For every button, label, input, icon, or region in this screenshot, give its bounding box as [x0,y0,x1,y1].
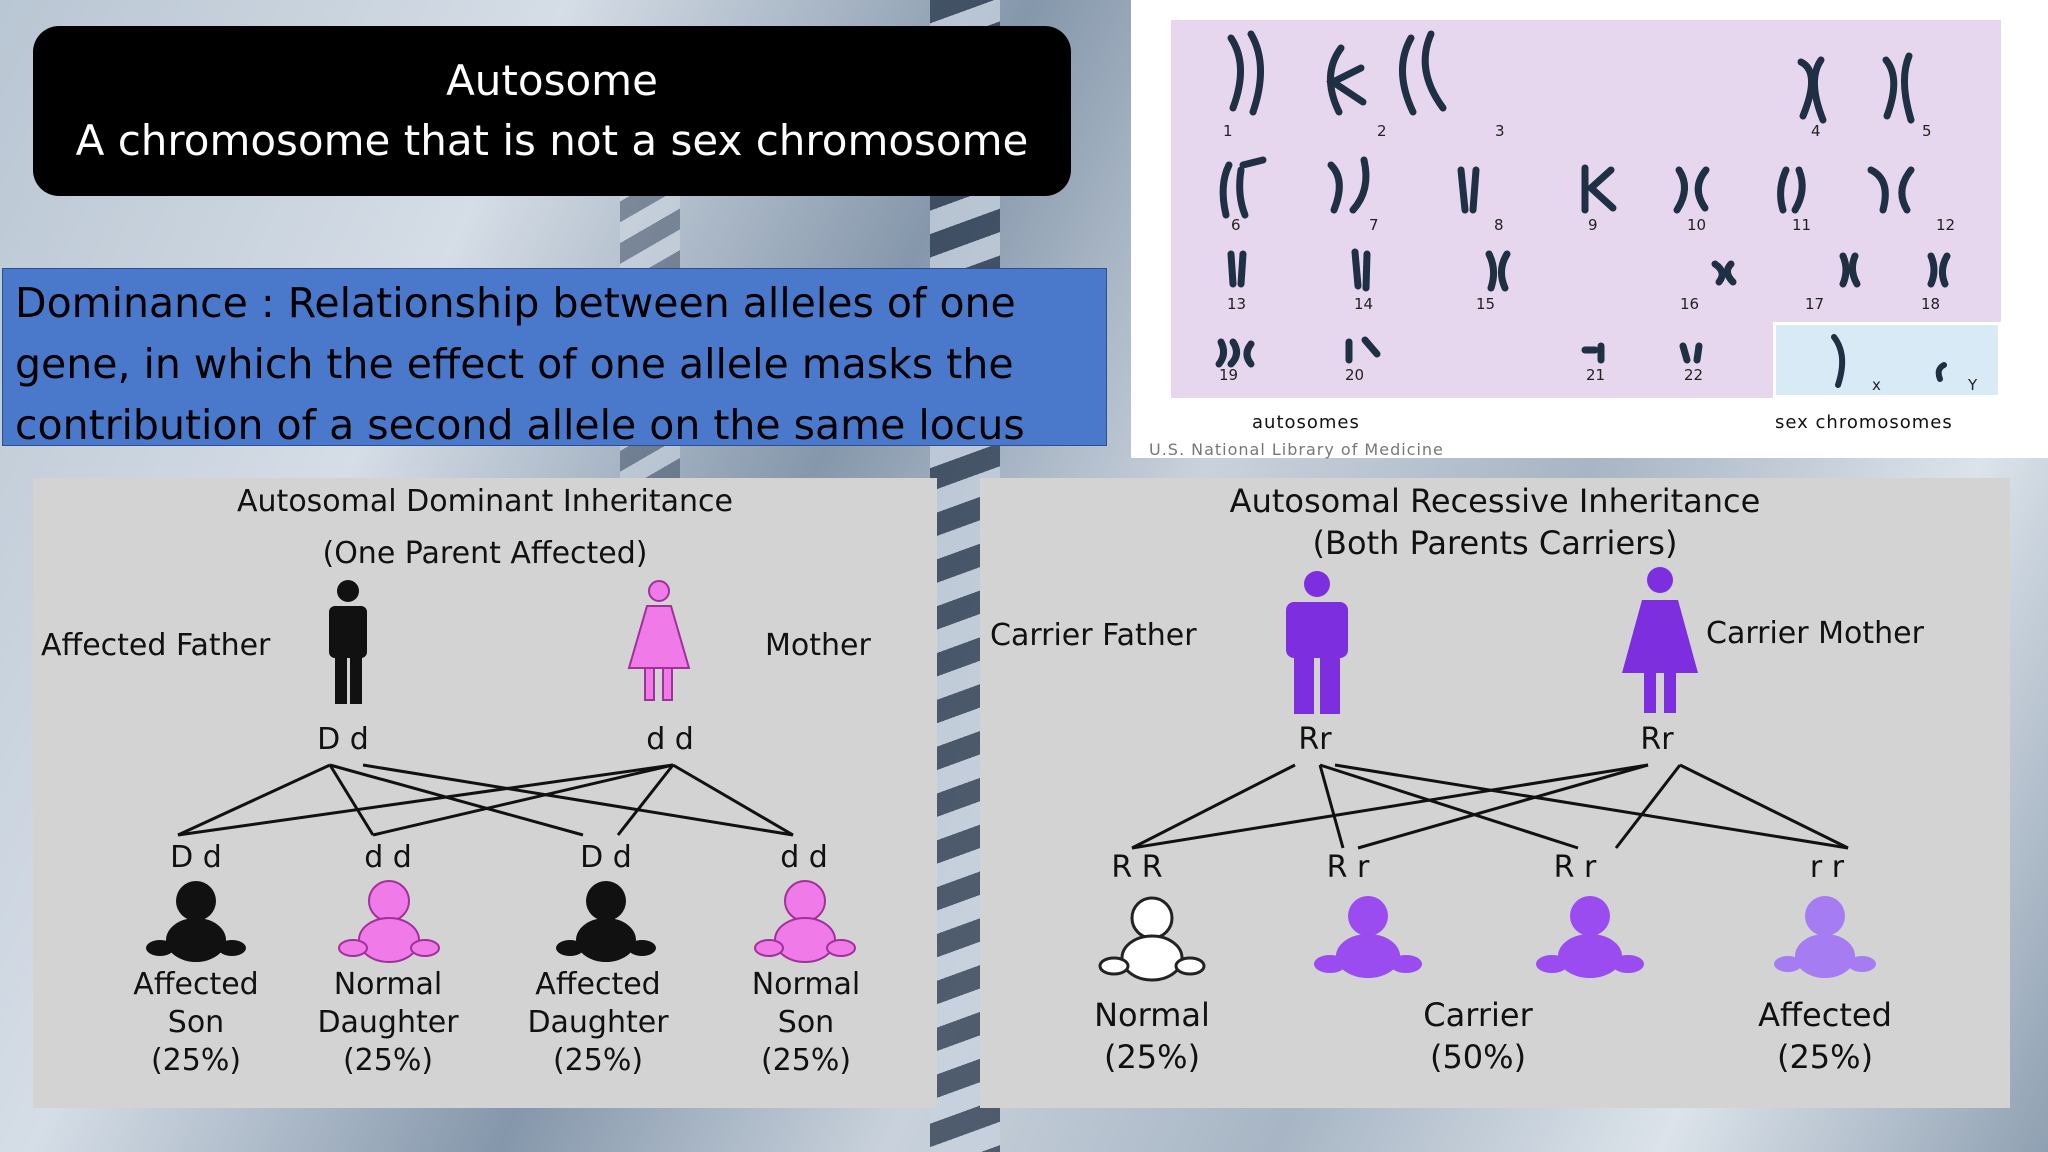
dominant-title: Autosomal Dominant Inheritance [33,484,937,519]
child-caption: Affected Son (25%) [116,966,276,1080]
child-caption-line-1: Affected [116,966,276,1004]
child-caption-line-2: Daughter [513,1004,683,1042]
chromosome-number: 9 [1588,216,1598,234]
group-caption: Affected (25%) [1735,994,1915,1078]
child-genotype: R r [1303,850,1393,885]
x-chromosome-label: x [1872,376,1881,394]
chromosome-number: 6 [1231,216,1241,234]
child-genotype: D d [141,840,251,875]
chromosome-number: 7 [1369,216,1379,234]
sex-chromosome-box [1773,322,2001,398]
group-caption-label: Affected [1735,994,1915,1036]
chromosome-number: 5 [1922,122,1932,140]
affected-daughter-baby [556,881,656,962]
child-caption-line-1: Normal [726,966,886,1004]
title-line-2: A chromosome that is not a sex chromosom… [33,111,1071,171]
mother-label: Mother [765,628,871,663]
chromosome-number: 3 [1495,122,1505,140]
group-caption-pct: (25%) [1735,1036,1915,1078]
chromosome-number: 22 [1684,366,1703,384]
chromosome-number: 4 [1811,122,1821,140]
child-caption-line-1: Normal [303,966,473,1004]
group-caption-label: Carrier [1388,994,1568,1036]
child-genotype: R r [1530,850,1620,885]
child-caption-line-2: Daughter [303,1004,473,1042]
mother-figure [629,581,689,700]
recessive-inheritance-diagram: Autosomal Recessive Inheritance (Both Pa… [980,478,2010,1108]
affected-father-figure [329,580,367,704]
title-line-1: Autosome [33,51,1071,111]
child-caption: Affected Daughter (25%) [513,966,683,1080]
father-genotype: Rr [1275,722,1355,757]
recessive-subtitle: (Both Parents Carriers) [980,524,2010,562]
karyotype-credit: U.S. National Library of Medicine [1149,440,1444,459]
recessive-title: Autosomal Recessive Inheritance [980,482,2010,520]
mother-genotype: Rr [1617,722,1697,757]
group-caption-pct: (25%) [1062,1036,1242,1078]
dominant-subtitle: (One Parent Affected) [33,536,937,571]
chromosome-number: 17 [1805,295,1824,313]
autosomes-label: autosomes [1252,412,1360,433]
chromosome-number: 1 [1223,122,1233,140]
normal-baby [1100,898,1204,980]
definition-line-2: gene, in which the effect of one allele … [15,334,1094,395]
normal-son-baby [755,881,855,962]
karyotype-image: 1 2 3 4 5 6 7 8 9 10 11 12 13 14 15 16 1… [1131,0,2048,458]
child-caption-pct: (25%) [116,1042,276,1080]
group-caption-label: Normal [1062,994,1242,1036]
chromosome-number: 2 [1377,122,1387,140]
chromosome-number: 15 [1476,295,1495,313]
group-caption: Carrier (50%) [1388,994,1568,1078]
definition-line-3: contribution of a second allele on the s… [15,395,1094,456]
carrier-mother-figure [1622,567,1698,713]
child-genotype: d d [333,840,443,875]
group-caption-pct: (50%) [1388,1036,1568,1078]
mother-genotype: d d [630,722,710,757]
normal-daughter-baby [339,881,439,962]
chromosome-number: 11 [1792,216,1811,234]
chromosome-number: 12 [1936,216,1955,234]
father-genotype: D d [303,722,383,757]
child-caption-line-1: Affected [513,966,683,1004]
child-caption: Normal Daughter (25%) [303,966,473,1080]
carrier-father-figure [1286,571,1348,714]
title-box: Autosome A chromosome that is not a sex … [33,26,1071,196]
carrier-baby [1314,896,1422,978]
child-genotype: r r [1782,850,1872,885]
carrier-mother-label: Carrier Mother [1706,616,1924,651]
definition-box: Dominance : Relationship between alleles… [2,268,1107,446]
definition-line-1: Dominance : Relationship between alleles… [15,273,1094,334]
sex-chromosomes-label: sex chromosomes [1775,412,1953,433]
child-genotype: R R [1092,850,1182,885]
affected-baby [1774,896,1876,978]
chromosome-number: 8 [1494,216,1504,234]
chromosome-number: 21 [1586,366,1605,384]
chromosome-number: 19 [1219,366,1238,384]
chromosome-number: 20 [1345,366,1364,384]
carrier-father-label: Carrier Father [990,618,1197,653]
chromosome-number: 13 [1227,295,1246,313]
chromosome-number: 10 [1687,216,1706,234]
child-caption-line-2: Son [726,1004,886,1042]
child-caption-pct: (25%) [726,1042,886,1080]
chromosome-number: 18 [1921,295,1940,313]
carrier-baby [1536,896,1644,978]
child-caption: Normal Son (25%) [726,966,886,1080]
y-chromosome-label: Y [1968,376,1977,394]
child-genotype: D d [551,840,661,875]
chromosome-number: 14 [1354,295,1373,313]
dominant-inheritance-diagram: Autosomal Dominant Inheritance (One Pare… [33,478,937,1108]
child-caption-pct: (25%) [513,1042,683,1080]
chromosome-number: 16 [1680,295,1699,313]
sex-chromosomes-drawing [1776,325,1998,395]
child-caption-line-2: Son [116,1004,276,1042]
child-genotype: d d [749,840,859,875]
child-caption-pct: (25%) [303,1042,473,1080]
affected-son-baby [146,881,246,962]
group-caption: Normal (25%) [1062,994,1242,1078]
affected-father-label: Affected Father [41,628,270,663]
